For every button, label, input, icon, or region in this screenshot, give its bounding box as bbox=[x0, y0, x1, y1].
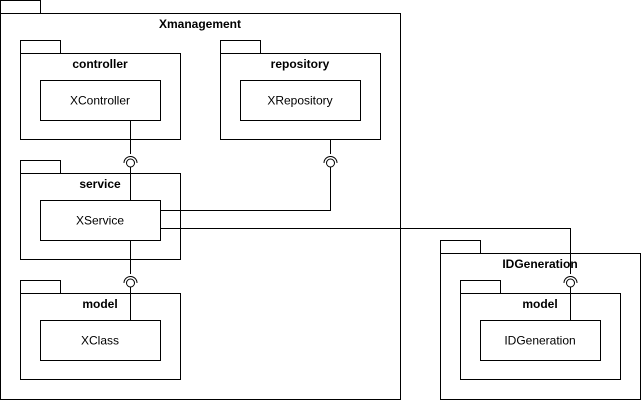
connector-service-model bbox=[123, 240, 138, 321]
package-model-title: model bbox=[82, 297, 117, 311]
package-idgen-model-title: model bbox=[522, 297, 557, 311]
package-service-title: service bbox=[79, 177, 121, 191]
package-repository-tab bbox=[220, 40, 261, 54]
package-controller-title: controller bbox=[72, 57, 128, 71]
connector-service-repo-line bbox=[160, 167, 331, 211]
component-xrepository-label: XRepository bbox=[267, 94, 332, 108]
connector-controller-service bbox=[123, 120, 138, 201]
component-idgeneration[interactable] bbox=[480, 320, 601, 361]
package-xmanagement-tab bbox=[0, 0, 41, 14]
package-repository[interactable]: repository XRepository bbox=[220, 40, 381, 140]
package-idgen-model-tab bbox=[460, 280, 501, 294]
component-xrepository[interactable] bbox=[240, 80, 361, 121]
component-xclass-label: XClass bbox=[81, 334, 119, 348]
package-service-tab bbox=[20, 160, 61, 174]
package-controller-tab bbox=[20, 40, 61, 54]
component-xclass[interactable] bbox=[40, 320, 161, 361]
package-controller[interactable]: controller XController bbox=[20, 40, 181, 140]
connector-idgen-line bbox=[160, 228, 571, 274]
package-idgeneration-tab bbox=[440, 240, 481, 254]
component-idgeneration-label: IDGeneration bbox=[504, 334, 575, 348]
package-model-tab bbox=[20, 280, 61, 294]
socket-service-repo-icon bbox=[323, 156, 338, 164]
package-repository-title: repository bbox=[271, 57, 330, 71]
connector-service-idgeneration bbox=[160, 228, 578, 321]
package-idgeneration-title: IDGeneration bbox=[502, 257, 577, 271]
socket-controller-icon bbox=[123, 156, 138, 164]
package-service[interactable]: service XService bbox=[20, 160, 181, 260]
package-idgen-model[interactable]: model IDGeneration bbox=[460, 280, 621, 380]
socket-model-icon bbox=[123, 276, 138, 284]
component-xservice[interactable] bbox=[40, 200, 161, 241]
package-xmanagement-title: Xmanagement bbox=[159, 17, 241, 31]
connector-service-repository bbox=[160, 140, 338, 211]
socket-idgen-icon bbox=[563, 276, 578, 284]
package-model[interactable]: model XClass bbox=[20, 280, 181, 380]
component-xcontroller[interactable] bbox=[40, 80, 161, 121]
component-xservice-label: XService bbox=[76, 214, 124, 228]
component-xcontroller-label: XController bbox=[70, 94, 130, 108]
